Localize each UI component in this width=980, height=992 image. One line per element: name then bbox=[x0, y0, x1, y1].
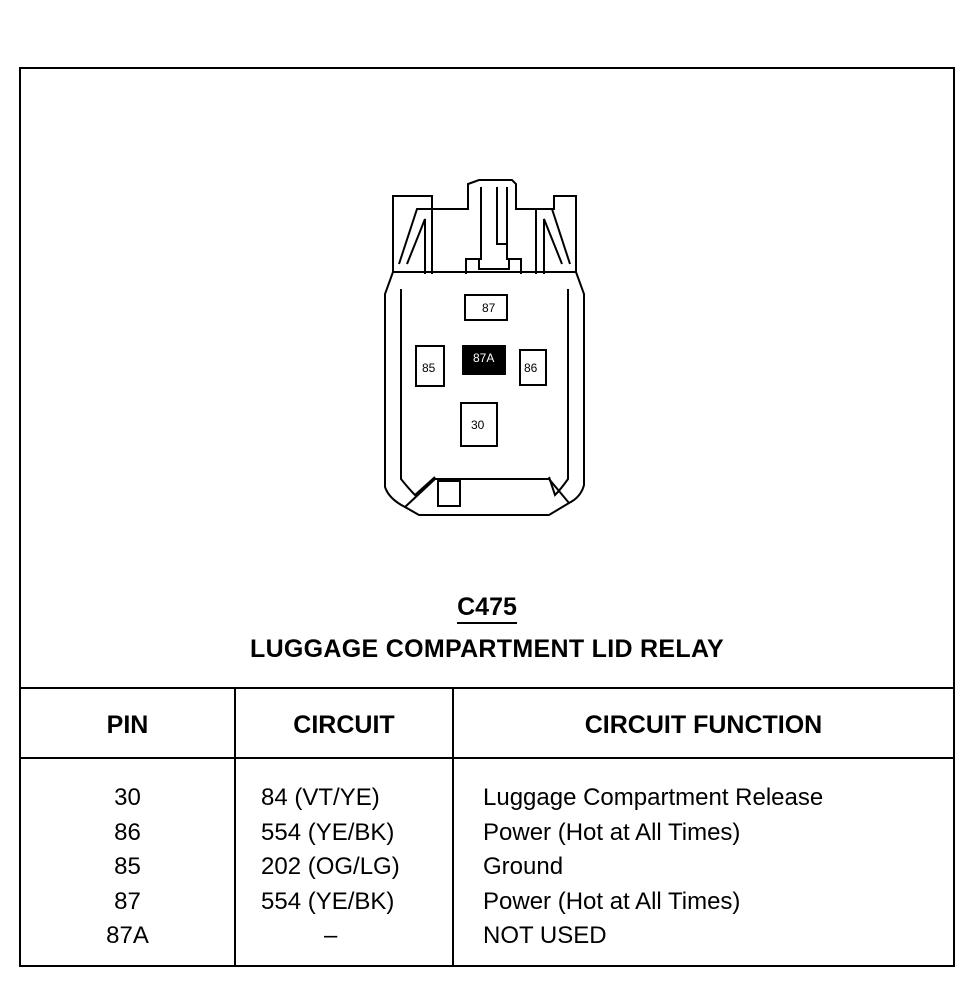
connector-id-label: C475 bbox=[21, 593, 953, 624]
header-divider bbox=[21, 757, 953, 759]
table-row-function: Luggage Compartment Release bbox=[483, 784, 824, 811]
cavity-30-label: 30 bbox=[471, 418, 485, 432]
column-divider bbox=[234, 689, 236, 967]
table-row-circuit: – bbox=[324, 922, 338, 949]
pin-column: 30 86 85 87 87A bbox=[21, 781, 234, 954]
pinout-table: PIN CIRCUIT CIRCUIT FUNCTION 30 86 85 87… bbox=[21, 687, 953, 967]
cavity-87-label: 87 bbox=[482, 301, 496, 315]
cavity-87a-fill bbox=[462, 345, 506, 375]
table-row-pin: 86 bbox=[114, 818, 141, 846]
connector-face-drawing bbox=[384, 179, 585, 516]
table-row-function: Power (Hot at All Times) bbox=[483, 818, 741, 846]
table-row-circuit: 554 (YE/BK) bbox=[261, 818, 395, 846]
header-circuit-function: CIRCUIT FUNCTION bbox=[584, 711, 823, 739]
table-row-pin: 87A bbox=[106, 922, 149, 949]
header-pin: PIN bbox=[106, 711, 149, 739]
circuit-column: 84 (VT/YE) 554 (YE/BK) 202 (OG/LG) 554 (… bbox=[261, 781, 446, 954]
header-circuit: CIRCUIT bbox=[293, 711, 395, 739]
cavity-87a-label: 87A bbox=[473, 351, 495, 365]
table-row-circuit: 84 (VT/YE) bbox=[261, 784, 380, 811]
table-row-circuit: 202 (OG/LG) bbox=[261, 853, 400, 880]
table-row-pin: 30 bbox=[114, 784, 141, 811]
function-column: Luggage Compartment Release Power (Hot a… bbox=[483, 781, 948, 954]
diagram-frame: 87 87A 85 86 30 C475 LUGGAGE COMPARTMENT… bbox=[19, 67, 955, 967]
cavity-86-label: 86 bbox=[524, 361, 538, 375]
table-row-pin: 87 bbox=[114, 887, 141, 915]
table-row-circuit: 554 (YE/BK) bbox=[261, 887, 395, 915]
table-row-pin: 85 bbox=[114, 853, 141, 880]
connector-diagram: 87 87A 85 86 30 C475 LUGGAGE COMPARTMENT… bbox=[21, 69, 953, 687]
column-divider bbox=[452, 689, 454, 967]
connector-name-label: LUGGAGE COMPARTMENT LID RELAY bbox=[250, 635, 724, 663]
cavity-85-label: 85 bbox=[422, 361, 436, 375]
table-row-function: Power (Hot at All Times) bbox=[483, 887, 741, 915]
table-row-function: Ground bbox=[483, 853, 564, 880]
table-row-function: NOT USED bbox=[483, 922, 607, 949]
